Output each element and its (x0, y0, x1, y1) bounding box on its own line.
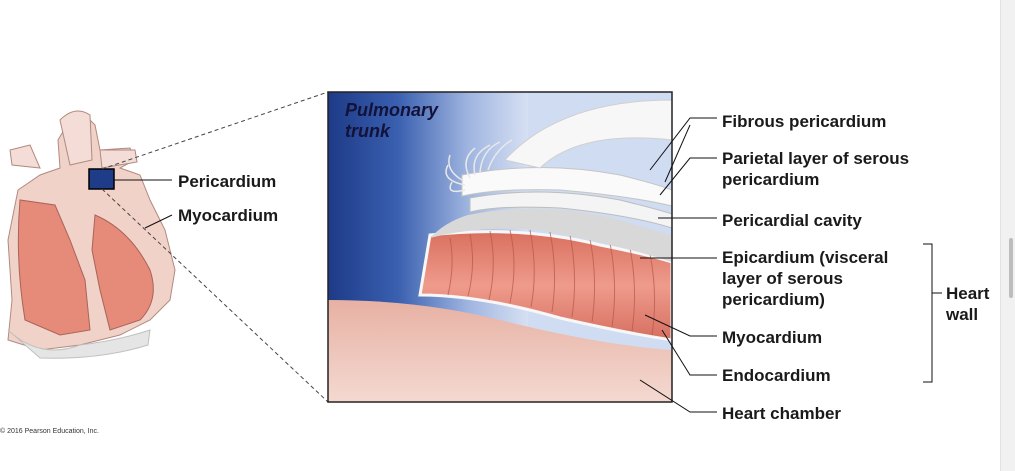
label-heart-chamber: Heart chamber (722, 404, 842, 423)
label-fibrous-pericardium: Fibrous pericardium (722, 112, 887, 131)
projection-line-bottom (101, 188, 329, 403)
label-parietal-layer: Parietal layer of serous pericardium (722, 149, 910, 189)
label-heart-wall: Heart wall (946, 284, 990, 324)
label-myocardium-left: Myocardium (178, 206, 279, 225)
label-pericardial-cavity: Pericardial cavity (722, 211, 862, 230)
label-pulmonary-trunk: Pulmonary trunk (345, 100, 439, 141)
inset-marker (88, 168, 115, 190)
zoomed-box-border (327, 91, 673, 403)
scrollbar-thumb[interactable] (1009, 238, 1013, 298)
zoomed-wall-section (328, 92, 672, 402)
heart-illustration (7, 110, 176, 359)
vertical-scrollbar[interactable] (1000, 0, 1015, 471)
leader-myocardium-left (144, 214, 173, 229)
heart-wall-bracket (923, 243, 933, 383)
copyright-notice: © 2016 Pearson Education, Inc. (0, 428, 99, 435)
label-epicardium: Epicardium (visceral layer of serous per… (722, 248, 889, 309)
label-endocardium: Endocardium (722, 366, 831, 385)
label-myocardium-right: Myocardium (722, 328, 823, 347)
label-pericardium: Pericardium (178, 172, 277, 191)
projection-line-top (101, 91, 329, 170)
leader-lines-right (639, 117, 717, 413)
